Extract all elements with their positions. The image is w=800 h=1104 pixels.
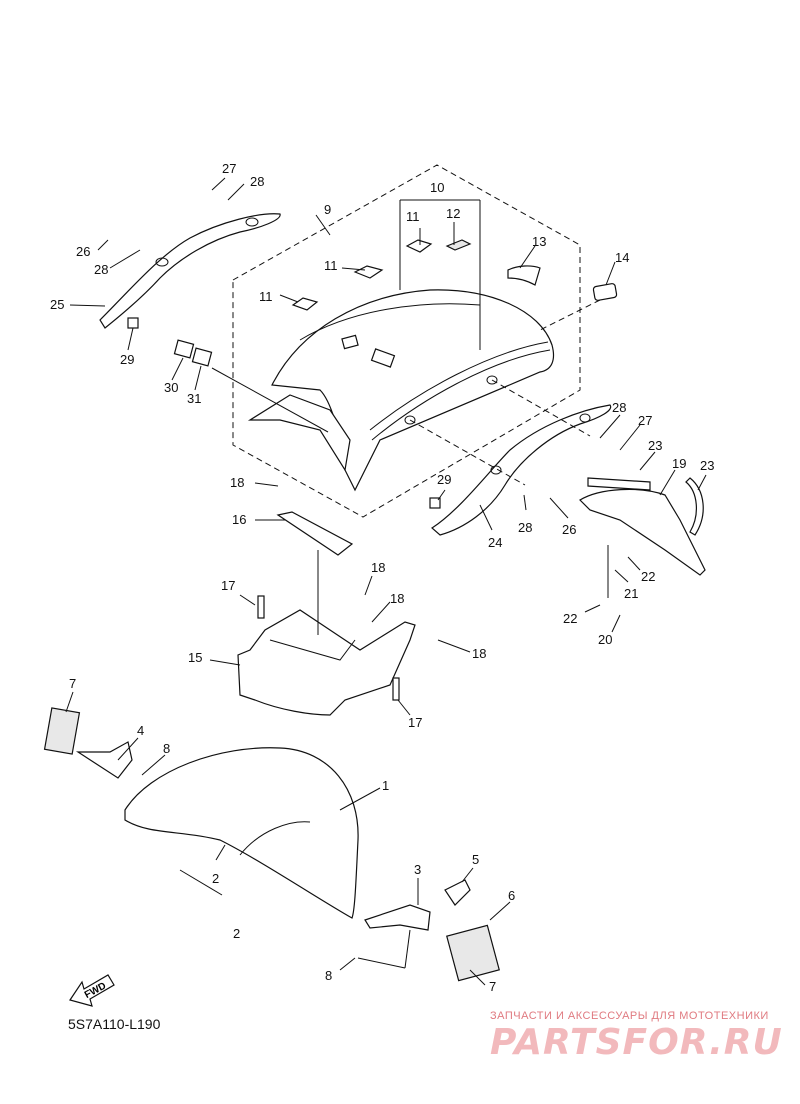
callout-17: 17 [221,578,235,593]
callout-8: 8 [163,741,170,756]
callout-9: 9 [324,202,331,217]
reflector-bracket-small [444,879,471,906]
callout-28: 28 [612,400,626,415]
fwd-arrow-icon: FWD [69,974,115,1007]
part-code: 5S7A110-L190 [68,1016,161,1032]
callout-6: 6 [508,888,515,903]
callout-13: 13 [532,234,546,249]
assembly-boundary [232,164,581,518]
callout-19: 19 [672,456,686,471]
fwd-label: FWD [83,981,108,1001]
reflector-bracket [75,741,133,779]
decals [291,239,541,311]
callout-10: 10 [430,180,444,195]
callout-27: 27 [222,161,236,176]
callout-23: 23 [648,438,662,453]
callout-4: 4 [137,723,144,738]
leader-lines [65,177,707,986]
callout-28: 28 [518,520,532,535]
grab-rail-left [99,213,281,329]
callout-22: 22 [641,569,655,584]
callout-25: 25 [50,297,64,312]
callout-16: 16 [232,512,246,527]
callout-11: 11 [259,289,273,304]
callout-28: 28 [94,262,108,277]
callout-29: 29 [437,472,451,487]
callout-18: 18 [472,646,486,661]
callout-1: 1 [382,778,389,793]
callout-18: 18 [371,560,385,575]
callout-7: 7 [489,979,496,994]
callout-26: 26 [562,522,576,537]
callout-23: 23 [700,458,714,473]
watermark-logo: PARTSFOR.RU [490,1022,783,1063]
callout-28: 28 [250,174,264,189]
callout-30: 30 [164,380,178,395]
callout-15: 15 [188,650,202,665]
callout-8: 8 [325,968,332,983]
callout-labels: 27 28 26 28 25 29 30 31 9 10 11 12 11 11… [50,161,714,994]
callout-26: 26 [76,244,90,259]
callout-31: 31 [187,391,201,406]
callout-18: 18 [230,475,244,490]
callout-2: 2 [212,871,219,886]
reflector-stay [364,904,431,931]
grab-rail-right [429,404,612,536]
callout-22: 22 [563,611,577,626]
reflector-front-right [446,924,500,982]
callout-27: 27 [638,413,652,428]
callout-18: 18 [390,591,404,606]
callout-11: 11 [406,209,420,224]
callout-5: 5 [472,852,479,867]
inner-fender [237,595,416,716]
reflector-small [173,339,213,367]
callout-7: 7 [69,676,76,691]
taillight-bracket [579,477,706,576]
grommet [592,283,618,301]
callout-21: 21 [624,586,638,601]
callout-17: 17 [408,715,422,730]
callout-3: 3 [414,862,421,877]
callout-20: 20 [598,632,612,647]
callout-2: 2 [233,926,240,941]
plate [276,511,354,556]
watermark-tagline: ЗАПЧАСТИ И АКСЕССУАРЫ ДЛЯ МОТОТЕХНИКИ [490,1010,769,1022]
callout-12: 12 [446,206,460,221]
callout-29: 29 [120,352,134,367]
callout-14: 14 [615,250,629,265]
front-fender [124,747,359,919]
rear-fender [247,289,555,492]
reflector-front-left [43,707,81,755]
callout-24: 24 [488,535,502,550]
callout-11: 11 [324,258,338,273]
